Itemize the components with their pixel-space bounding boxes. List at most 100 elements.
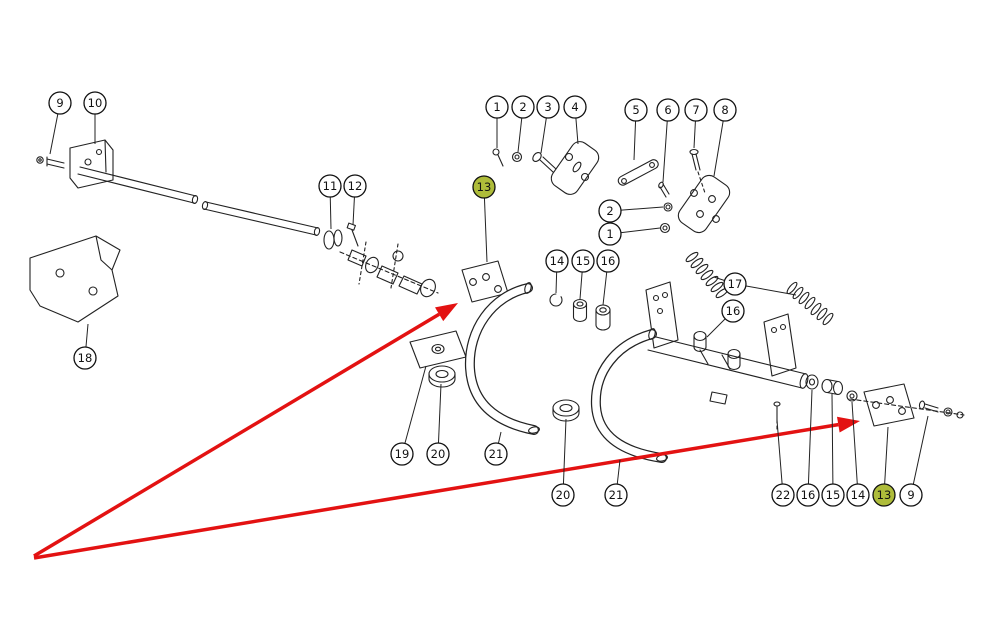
part-washer-1-mid [659, 222, 671, 234]
part-plate-13-right [863, 383, 915, 427]
part-bushing-16-frame [693, 330, 707, 353]
part-tube-21-left [464, 282, 540, 435]
callout-4: 4 [563, 95, 587, 119]
callout-number: 15 [576, 254, 591, 268]
callout-number: 9 [56, 96, 63, 110]
callout-21: 21 [484, 442, 508, 466]
callout-2: 2 [511, 95, 535, 119]
callout-number: 3 [544, 100, 551, 114]
callout-leader-line [910, 415, 929, 496]
leader-layer [49, 102, 929, 496]
red-pointer-arrow [33, 416, 860, 560]
part-pin-6 [658, 181, 670, 198]
callout-number: 16 [601, 254, 616, 268]
callout-number: 2 [519, 100, 526, 114]
callout-15: 15 [821, 483, 845, 507]
part-bushing-frame-2 [727, 348, 741, 371]
part-nut-20-right [552, 399, 580, 422]
callout-13-highlighted: 13 [472, 175, 496, 199]
callout-18: 18 [73, 346, 97, 370]
callout-number: 9 [907, 488, 914, 502]
part-spring-17-left [685, 251, 729, 299]
callout-leader-line [483, 186, 488, 263]
callout-number: 5 [632, 103, 639, 117]
callout-5: 5 [624, 98, 648, 122]
callout-15: 15 [571, 249, 595, 273]
callout-leader-line [562, 418, 567, 496]
callout-2: 2 [598, 199, 622, 223]
callout-17: 17 [723, 272, 747, 296]
callout-22: 22 [771, 483, 795, 507]
callout-number: 1 [493, 100, 500, 114]
callout-number: 13 [877, 488, 892, 502]
part-linkage-assembly [339, 241, 439, 298]
callout-20: 20 [426, 442, 450, 466]
part-bracket-18 [29, 235, 121, 323]
part-strip-5 [617, 159, 659, 186]
callout-number: 18 [78, 351, 93, 365]
callout-number: 19 [395, 447, 410, 461]
callout-14: 14 [545, 249, 569, 273]
red-pointer-arrow [33, 303, 458, 558]
callout-leader-line [437, 383, 442, 455]
callout-19: 19 [390, 442, 414, 466]
callout-number: 20 [431, 447, 446, 461]
part-screw-9-right [918, 400, 964, 419]
part-right-cluster-centerline [849, 398, 965, 416]
part-bolt-3 [532, 152, 557, 173]
callout-number: 22 [776, 488, 791, 502]
arrow-layer [33, 303, 860, 560]
callout-number: 10 [88, 96, 103, 110]
callout-6: 6 [656, 98, 680, 122]
part-bracket-10 [69, 139, 114, 189]
part-bushing-16-center [595, 304, 611, 331]
part-ring-14-center [549, 293, 563, 307]
callout-10: 10 [83, 91, 107, 115]
part-tube-21-right [590, 328, 668, 463]
callout-11: 11 [318, 174, 342, 198]
callout-14: 14 [846, 483, 870, 507]
callout-16: 16 [796, 483, 820, 507]
part-nut-2-mid [663, 202, 673, 212]
callout-number: 14 [550, 254, 565, 268]
callout-number: 6 [664, 103, 671, 117]
part-plate-8 [677, 174, 731, 234]
part-bolt-12 [346, 222, 359, 247]
part-frame-bar [647, 335, 809, 405]
callout-number: 7 [692, 103, 699, 117]
callout-20: 20 [551, 483, 575, 507]
callout-number: 15 [826, 488, 841, 502]
callout-number: 11 [323, 179, 338, 193]
callout-leader-line [401, 365, 427, 455]
callout-9: 9 [899, 483, 923, 507]
callout-number: 21 [489, 447, 504, 461]
callout-leader-line [776, 419, 784, 496]
part-pad-19 [409, 330, 467, 369]
callout-number: 8 [721, 103, 728, 117]
callout-9: 9 [48, 91, 72, 115]
callout-number: 21 [609, 488, 624, 502]
callout-21: 21 [604, 483, 628, 507]
callout-number: 4 [571, 100, 578, 114]
callout-number: 2 [606, 204, 613, 218]
part-rod [77, 166, 321, 236]
callout-number: 16 [801, 488, 816, 502]
callout-number: 20 [556, 488, 571, 502]
callout-number: 16 [726, 304, 741, 318]
callout-number: 12 [348, 179, 363, 193]
callout-16: 16 [596, 249, 620, 273]
part-washer-16-right [805, 374, 819, 390]
callout-3: 3 [536, 95, 560, 119]
part-bushing-15-right [821, 378, 844, 396]
callout-1: 1 [485, 95, 509, 119]
part-bushing-15-center [572, 298, 588, 323]
part-plate-4 [550, 141, 600, 195]
part-nut-20-left [428, 365, 456, 388]
callout-8: 8 [713, 98, 737, 122]
callout-number: 17 [728, 277, 743, 291]
callout-16: 16 [721, 299, 745, 323]
part-washer-14-right [846, 390, 858, 402]
